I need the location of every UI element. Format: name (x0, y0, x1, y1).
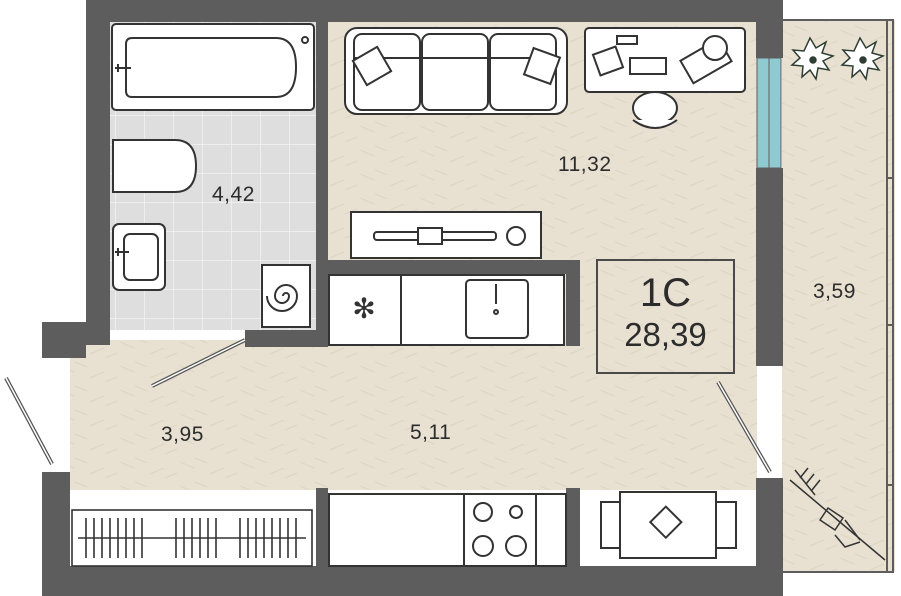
plant-icon (790, 36, 886, 81)
wall-right-upper (756, 0, 783, 58)
desk-icon (584, 27, 746, 93)
wall-bath-partition (316, 22, 328, 347)
walls (42, 0, 783, 596)
washing-machine-icon (261, 264, 311, 328)
balcony-area-label: 3,59 (813, 280, 856, 303)
apartment-type: 1С (639, 271, 692, 315)
wardrobe-icon (71, 509, 313, 567)
kitchen-sink-icon (400, 274, 565, 346)
tv-unit-icon (350, 211, 542, 259)
wall-bottom (42, 566, 783, 596)
fridge-icon: ✻ (328, 274, 402, 346)
wall-bathroom-left (86, 0, 110, 345)
sofa-icon (344, 27, 568, 115)
apartment-summary-box: 1С 28,39 (596, 259, 735, 374)
balcony-frame (783, 19, 894, 573)
dining-table-icon (600, 491, 737, 559)
wall-right-middle (756, 168, 783, 366)
wall-kitchen-shelf (316, 260, 580, 274)
entrance-door (4, 377, 54, 465)
svg-text:✻: ✻ (352, 292, 375, 325)
wall-kitchen-lower-right (566, 488, 580, 568)
kitchen-area-label: 5,11 (410, 421, 452, 444)
living-room-area-label: 11,32 (558, 153, 612, 176)
toilet-icon (112, 139, 198, 193)
wall-bath-bottom (245, 330, 328, 347)
hallway-area-label: 3,95 (161, 423, 204, 446)
wall-kitchen-shelf-right (566, 260, 580, 346)
balcony-floor (782, 20, 895, 572)
wall-entrance-top (42, 322, 86, 358)
bathtub-icon (111, 23, 315, 111)
chair-icon (632, 91, 678, 129)
bathroom-door (151, 338, 246, 388)
wall-right-lower (756, 478, 783, 596)
drying-rack-icon (789, 467, 886, 561)
wall-top (86, 0, 783, 22)
apartment-total-area: 28,39 (624, 316, 707, 353)
bathroom-area-label: 4,42 (212, 183, 255, 206)
wall-kitchen-lower (316, 488, 328, 568)
stove-icon (463, 493, 537, 567)
sink-icon (112, 223, 166, 291)
